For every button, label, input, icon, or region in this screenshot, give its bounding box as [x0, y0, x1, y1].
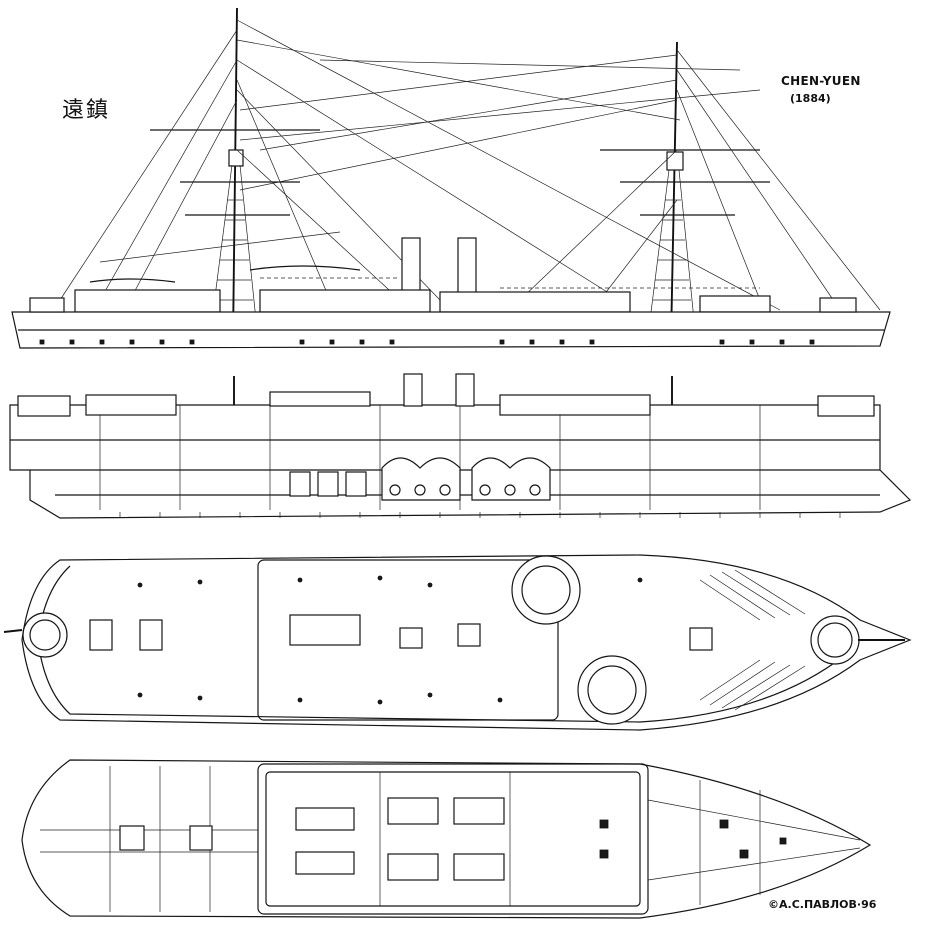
aft-barbette-side	[819, 297, 857, 313]
main-fighting-top	[666, 151, 684, 171]
ship-title: CHEN-YUEN	[781, 74, 861, 88]
boilers	[381, 457, 551, 501]
rigging-lines	[59, 19, 881, 311]
deck-planking	[699, 569, 806, 711]
keel-ribs	[119, 512, 841, 518]
deck-plan-view	[3, 554, 912, 731]
lower-deck-plan-view	[21, 759, 872, 919]
ship-year: (1884)	[790, 92, 831, 105]
engines	[289, 471, 367, 497]
fore-mast	[232, 7, 238, 341]
fore-fighting-top	[228, 149, 244, 167]
aft-turret-section	[817, 395, 875, 417]
author-credit: ©А.С.ПАВЛОВ·96	[768, 898, 877, 911]
fore-turret-section	[17, 395, 71, 417]
main-mast	[670, 41, 678, 341]
chinese-ship-name: 遠鎮	[62, 98, 111, 123]
fore-barbette-side	[29, 297, 65, 313]
lower-deck-outline	[21, 759, 872, 919]
longitudinal-section-view	[9, 373, 912, 519]
fore-funnel	[401, 237, 421, 299]
side-elevation-view	[11, 7, 891, 349]
aft-funnel	[457, 237, 477, 299]
compartments	[40, 766, 861, 912]
